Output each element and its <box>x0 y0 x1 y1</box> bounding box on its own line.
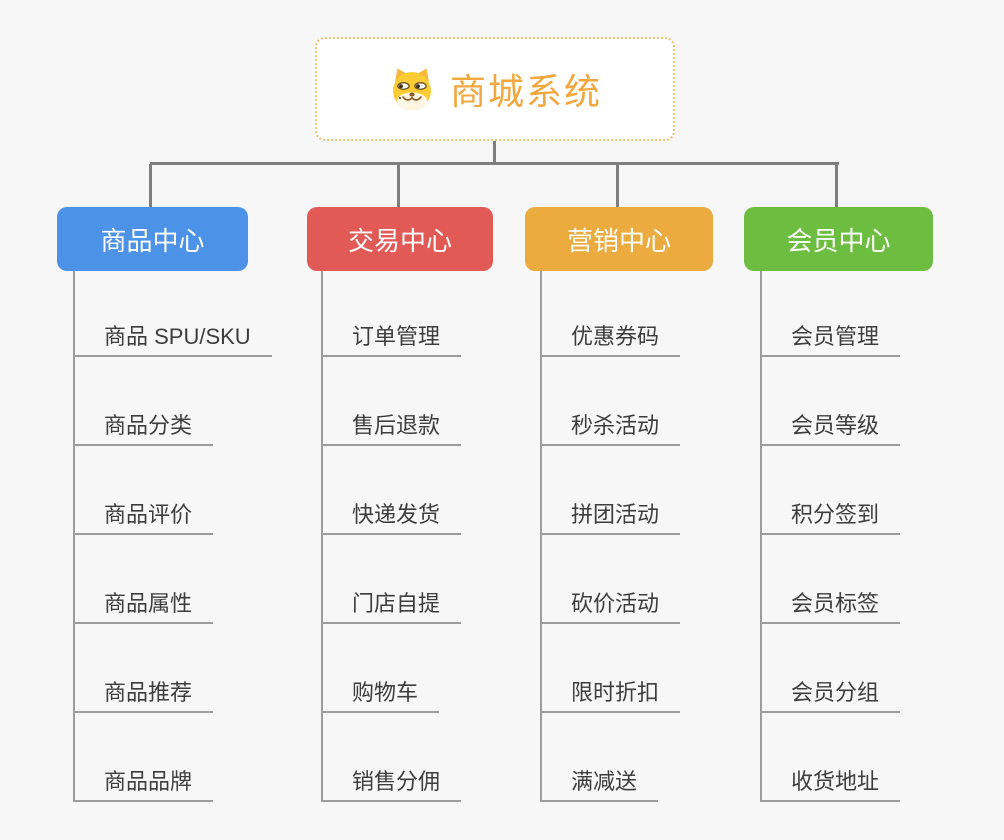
leaf-node[interactable]: 积分签到 <box>760 501 901 535</box>
leaf-node[interactable]: 秒杀活动 <box>540 412 681 446</box>
leaf-node[interactable]: 限时折扣 <box>540 679 681 713</box>
dog-face-icon <box>388 65 436 113</box>
leaf-node[interactable]: 会员分组 <box>760 679 901 713</box>
branch-node-products[interactable]: 商品中心 <box>57 207 248 271</box>
leaf-node[interactable]: 门店自提 <box>321 590 462 624</box>
connector-trunk <box>73 271 75 802</box>
root-node[interactable]: 商城系统 <box>315 37 675 141</box>
leaf-node[interactable]: 满减送 <box>540 768 659 802</box>
leaf-node[interactable]: 拼团活动 <box>540 501 681 535</box>
branch-node-marketing[interactable]: 营销中心 <box>525 207 713 271</box>
leaf-node[interactable]: 商品 SPU/SKU <box>73 323 272 357</box>
leaf-node[interactable]: 会员管理 <box>760 323 901 357</box>
branch-node-trade[interactable]: 交易中心 <box>307 207 493 271</box>
connector-trunk <box>540 271 542 802</box>
connector-trunk <box>760 271 762 802</box>
connector-horizontal-bar <box>150 162 839 165</box>
branch-label: 会员中心 <box>786 225 891 256</box>
leaf-node[interactable]: 会员等级 <box>760 412 901 446</box>
leaf-node[interactable]: 商品推荐 <box>73 679 214 713</box>
leaf-node[interactable]: 会员标签 <box>760 590 901 624</box>
connector-drop-trade <box>397 164 400 208</box>
connector-drop-products <box>149 164 152 208</box>
branch-label: 交易中心 <box>347 225 452 256</box>
leaf-node[interactable]: 砍价活动 <box>540 590 681 624</box>
leaf-node[interactable]: 收货地址 <box>760 768 901 802</box>
leaf-node[interactable]: 售后退款 <box>321 412 462 446</box>
connector-trunk <box>321 271 323 802</box>
leaf-node[interactable]: 销售分佣 <box>321 768 462 802</box>
leaf-node[interactable]: 快递发货 <box>321 501 462 535</box>
leaf-node[interactable]: 购物车 <box>321 679 440 713</box>
branch-node-members[interactable]: 会员中心 <box>744 207 933 271</box>
connector-root-stub <box>493 141 496 163</box>
leaf-node[interactable]: 优惠券码 <box>540 323 681 357</box>
leaf-node[interactable]: 订单管理 <box>321 323 462 357</box>
leaf-node[interactable]: 商品分类 <box>73 412 214 446</box>
branch-label: 商品中心 <box>100 225 205 256</box>
connector-drop-marketing <box>616 164 619 208</box>
root-title: 商城系统 <box>449 71 602 112</box>
leaf-node[interactable]: 商品属性 <box>73 590 214 624</box>
branch-label: 营销中心 <box>566 225 671 256</box>
leaf-node[interactable]: 商品品牌 <box>73 768 214 802</box>
connector-drop-members <box>835 164 838 208</box>
leaf-node[interactable]: 商品评价 <box>73 501 214 535</box>
